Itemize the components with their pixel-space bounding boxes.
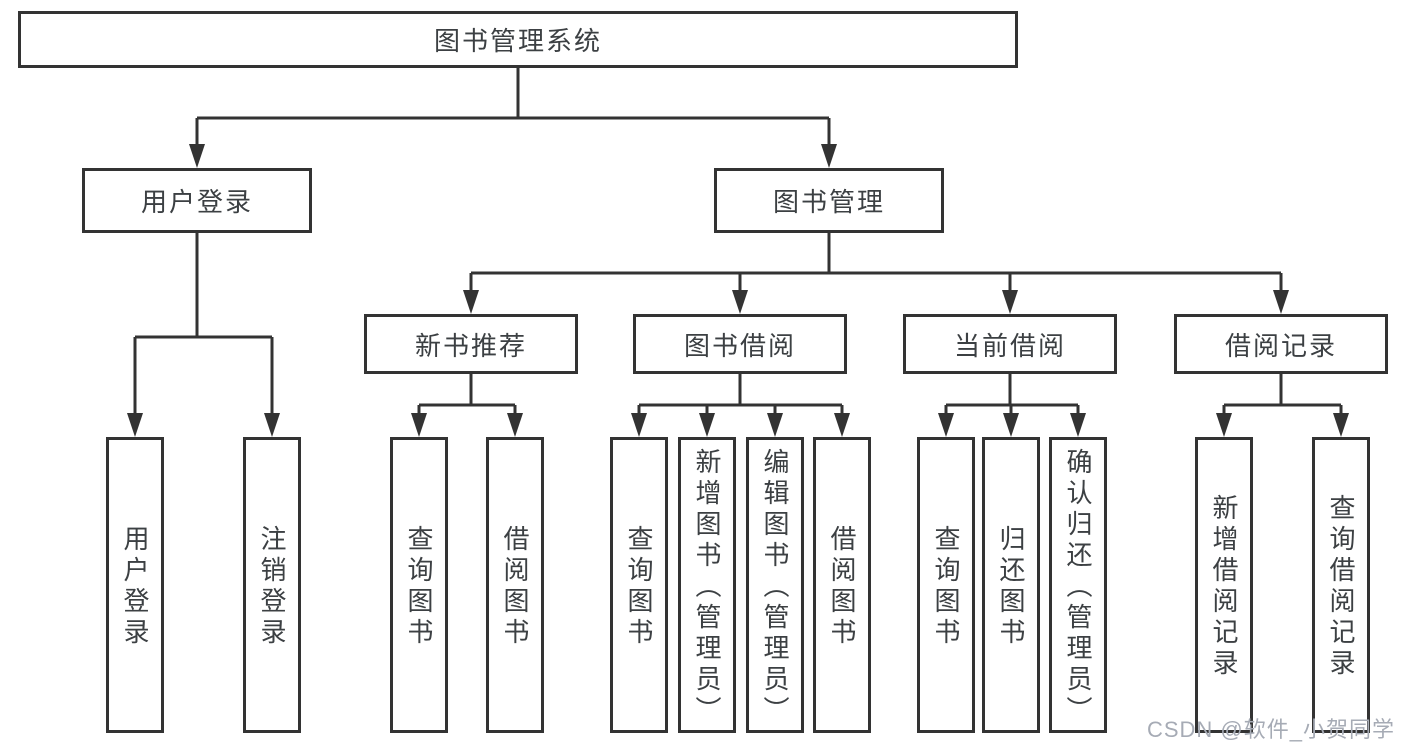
watermark: CSDN @软件_小贺同学 bbox=[1146, 717, 1395, 742]
node-borrowing-records: 借阅记录 bbox=[1174, 314, 1388, 374]
leaf-return-books: 归还图书 bbox=[982, 437, 1040, 733]
arrowhead-down bbox=[1002, 290, 1018, 314]
arrowhead-down bbox=[699, 413, 715, 437]
leaf-query-borrow-record: 查询借阅记录 bbox=[1312, 437, 1370, 733]
leaf-logout: 注销登录 bbox=[243, 437, 301, 733]
node-current-borrowing: 当前借阅 bbox=[903, 314, 1117, 374]
arrowhead-down bbox=[732, 290, 748, 314]
node-new-book-recommendation: 新书推荐 bbox=[364, 314, 578, 374]
arrowhead-down bbox=[127, 413, 143, 437]
leaf-add-books-admin: 新增图书（管理员） bbox=[678, 437, 736, 733]
node-library-system: 图书管理系统 bbox=[18, 11, 1018, 68]
leaf-query-books-current: 查询图书 bbox=[917, 437, 975, 733]
arrowhead-down bbox=[264, 413, 280, 437]
leaf-query-books-borrowing: 查询图书 bbox=[610, 437, 668, 733]
leaf-query-books-recommend: 查询图书 bbox=[390, 437, 448, 733]
arrowhead-down bbox=[507, 413, 523, 437]
arrowhead-down bbox=[938, 413, 954, 437]
arrowhead-down bbox=[189, 144, 205, 168]
arrowhead-down bbox=[411, 413, 427, 437]
leaf-confirm-return-admin: 确认归还（管理员） bbox=[1049, 437, 1107, 733]
arrowhead-down bbox=[767, 413, 783, 437]
leaf-edit-books-admin: 编辑图书（管理员） bbox=[746, 437, 804, 733]
arrowhead-down bbox=[463, 290, 479, 314]
leaf-user-login: 用户登录 bbox=[106, 437, 164, 733]
arrowhead-down bbox=[1003, 413, 1019, 437]
node-user-login: 用户登录 bbox=[82, 168, 312, 233]
leaf-borrow-books-recommend: 借阅图书 bbox=[486, 437, 544, 733]
arrowhead-down bbox=[631, 413, 647, 437]
arrowhead-down bbox=[1333, 413, 1349, 437]
node-book-management: 图书管理 bbox=[714, 168, 944, 233]
node-book-borrowing: 图书借阅 bbox=[633, 314, 847, 374]
leaf-borrow-books: 借阅图书 bbox=[813, 437, 871, 733]
arrowhead-down bbox=[1070, 413, 1086, 437]
arrowhead-down bbox=[834, 413, 850, 437]
arrowhead-down bbox=[1273, 290, 1289, 314]
leaf-add-borrow-record: 新增借阅记录 bbox=[1195, 437, 1253, 733]
arrowhead-down bbox=[821, 144, 837, 168]
arrowhead-down bbox=[1216, 413, 1232, 437]
